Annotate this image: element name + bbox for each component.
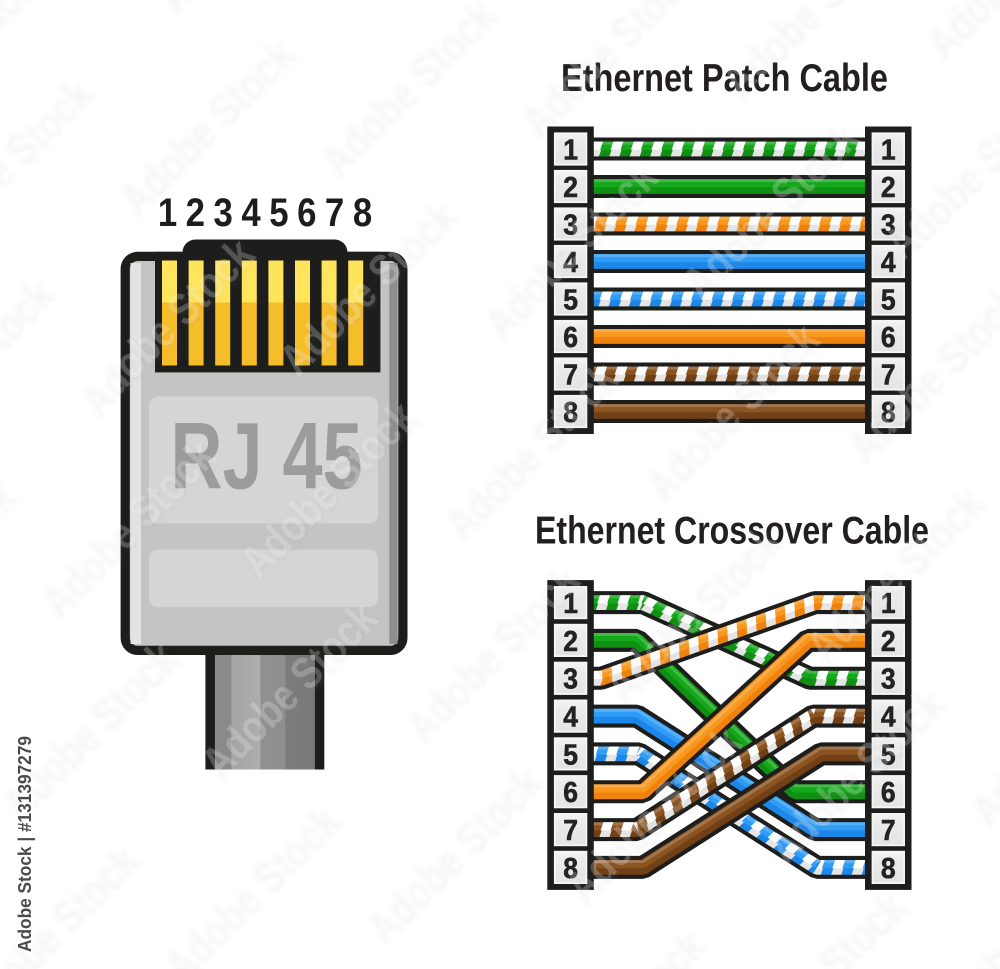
svg-text:Ethernet Patch Cable: Ethernet Patch Cable (561, 57, 888, 100)
svg-text:7: 7 (563, 359, 578, 391)
svg-text:7: 7 (881, 814, 896, 846)
svg-text:5: 5 (563, 738, 578, 770)
svg-text:4: 4 (881, 701, 896, 733)
svg-text:1: 1 (881, 587, 896, 619)
svg-text:8: 8 (563, 396, 578, 428)
svg-text:4: 4 (241, 190, 261, 235)
svg-text:1: 1 (881, 134, 896, 166)
svg-text:Adobe Stock | #131397279: Adobe Stock | #131397279 (15, 736, 35, 952)
svg-text:8: 8 (881, 852, 896, 884)
svg-text:6: 6 (297, 190, 316, 235)
svg-text:Ethernet Crossover Cable: Ethernet Crossover Cable (535, 510, 929, 553)
svg-text:3: 3 (563, 209, 578, 241)
svg-text:7: 7 (325, 190, 344, 235)
svg-text:2: 2 (563, 171, 578, 203)
svg-text:5: 5 (881, 284, 896, 316)
svg-text:2: 2 (563, 625, 578, 657)
svg-text:6: 6 (881, 776, 896, 808)
svg-text:7: 7 (881, 359, 896, 391)
svg-text:Adobe Stock | #131397279: Adobe Stock | #131397279 (15, 736, 35, 952)
svg-text:3: 3 (881, 663, 896, 695)
svg-text:5: 5 (563, 284, 578, 316)
svg-text:RJ 45: RJ 45 (171, 404, 363, 510)
svg-text:8: 8 (353, 190, 372, 235)
svg-text:4: 4 (563, 701, 578, 733)
svg-text:3: 3 (214, 190, 233, 235)
svg-text:1: 1 (563, 134, 578, 166)
svg-text:5: 5 (269, 190, 288, 235)
svg-text:5: 5 (881, 738, 896, 770)
svg-text:4: 4 (881, 246, 896, 278)
svg-text:1: 1 (158, 190, 177, 235)
svg-text:2: 2 (881, 171, 896, 203)
svg-text:1: 1 (563, 587, 578, 619)
svg-text:8: 8 (563, 852, 578, 884)
svg-text:3: 3 (881, 209, 896, 241)
svg-text:6: 6 (563, 321, 578, 353)
svg-text:6: 6 (881, 321, 896, 353)
svg-text:2: 2 (881, 625, 896, 657)
svg-text:6: 6 (563, 776, 578, 808)
svg-text:4: 4 (563, 246, 578, 278)
svg-text:8: 8 (881, 396, 896, 428)
svg-text:7: 7 (563, 814, 578, 846)
svg-text:2: 2 (186, 190, 205, 235)
svg-text:3: 3 (563, 663, 578, 695)
